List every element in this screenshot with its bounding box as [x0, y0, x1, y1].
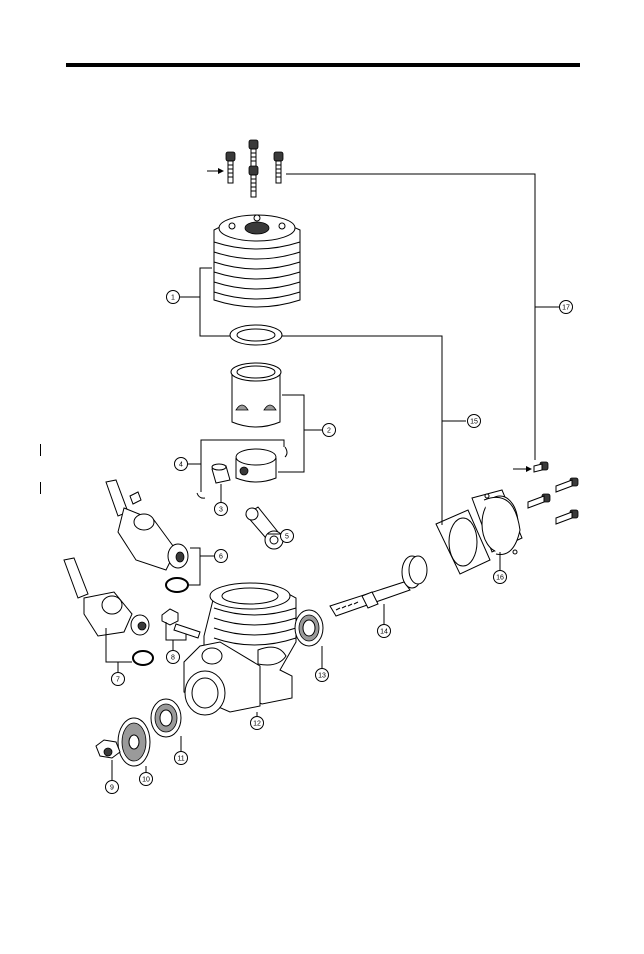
svg-text:4: 4	[179, 462, 183, 469]
svg-text:7: 7	[116, 677, 120, 684]
piston-pin	[212, 464, 230, 483]
callout-3: 3	[215, 503, 228, 516]
cover-screw-4	[556, 510, 578, 524]
callout-2: 2	[323, 424, 336, 437]
svg-text:5: 5	[285, 534, 289, 541]
svg-text:3: 3	[219, 507, 223, 514]
svg-text:10: 10	[142, 777, 150, 784]
svg-text:2: 2	[327, 428, 331, 435]
callout-12: 12	[251, 717, 264, 730]
svg-text:6: 6	[219, 554, 223, 561]
callout-7: 7	[112, 673, 125, 686]
cylinder-liner	[231, 363, 281, 427]
carburetor-assembly	[106, 480, 188, 592]
callout-14: 14	[378, 625, 391, 638]
svg-text:9: 9	[110, 785, 114, 792]
pointer-arrow-icon-2	[513, 466, 532, 472]
front-bearing	[151, 699, 181, 737]
callout-11: 11	[175, 752, 188, 765]
svg-text:15: 15	[470, 419, 478, 426]
svg-text:16: 16	[496, 575, 504, 582]
head-screw-2	[249, 140, 258, 169]
leader-lines	[106, 174, 559, 780]
svg-text:13: 13	[318, 673, 326, 680]
rear-bearing	[295, 610, 323, 646]
cylinder-head	[214, 215, 300, 307]
piston	[236, 449, 276, 482]
head-screw-4	[249, 166, 258, 197]
connecting-rod	[246, 507, 283, 549]
propeller-nut	[96, 740, 120, 758]
head-screw-3	[274, 152, 283, 183]
crankshaft	[330, 556, 427, 616]
crankcase	[184, 583, 296, 715]
callout-16: 16	[494, 571, 507, 584]
callout-1: 1	[167, 291, 180, 304]
cover-screws	[513, 462, 578, 524]
pointer-arrow-icon	[207, 168, 224, 174]
callout-17: 17	[560, 301, 573, 314]
callout-4: 4	[175, 458, 188, 471]
head-screw-1	[226, 152, 235, 183]
callout-5: 5	[281, 530, 294, 543]
callout-13: 13	[316, 669, 329, 682]
svg-text:1: 1	[171, 295, 175, 302]
callout-8: 8	[167, 651, 180, 664]
callout-9: 9	[106, 781, 119, 794]
svg-text:12: 12	[253, 721, 261, 728]
svg-text:11: 11	[177, 756, 184, 763]
callout-10: 10	[140, 773, 153, 786]
cover-screw-2	[556, 478, 578, 492]
callout-15: 15	[468, 415, 481, 428]
cover-screw-3	[528, 494, 550, 508]
carburetor-assembly-alt	[64, 558, 153, 665]
svg-text:14: 14	[380, 629, 388, 636]
cover-screw-1	[534, 462, 548, 472]
glow-plug	[162, 609, 200, 638]
drive-washer	[118, 718, 150, 766]
head-gasket	[230, 325, 282, 345]
svg-text:17: 17	[562, 305, 570, 312]
callout-6: 6	[215, 550, 228, 563]
svg-text:8: 8	[171, 655, 175, 662]
head-screws	[207, 140, 283, 197]
